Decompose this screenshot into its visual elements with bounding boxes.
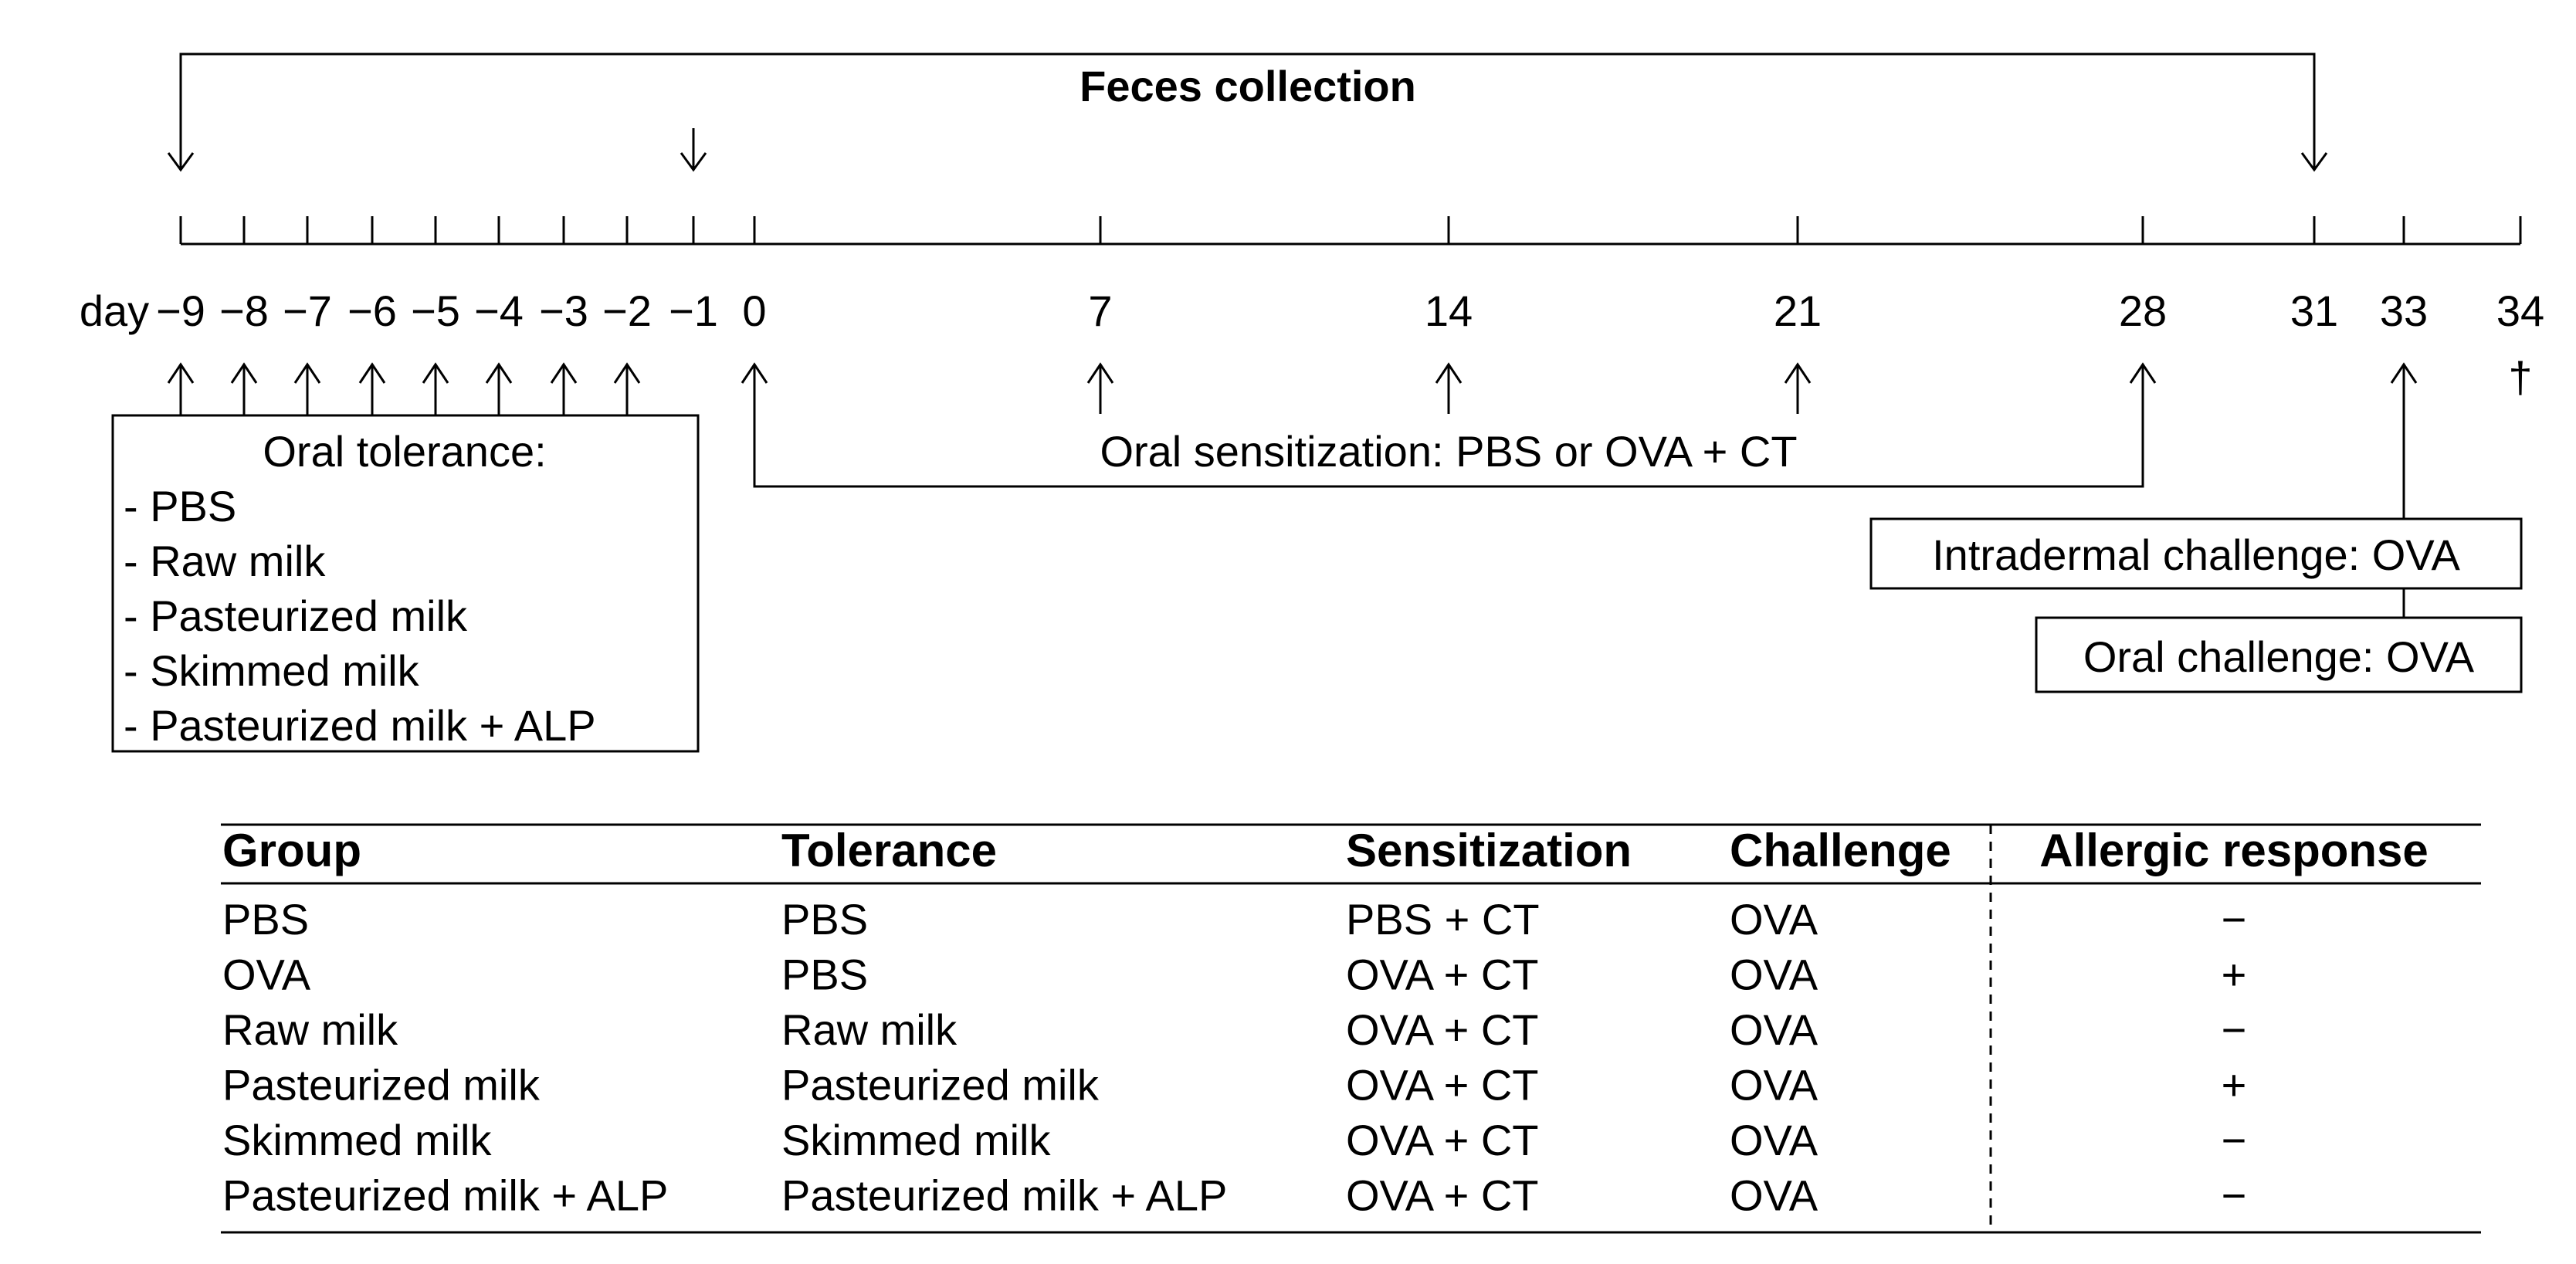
oral-tolerance-item: - PBS xyxy=(124,482,236,530)
tick-label: 7 xyxy=(1088,286,1112,335)
table-cell: Raw milk xyxy=(781,1005,958,1054)
oral-tolerance-item: - Skimmed milk xyxy=(124,646,420,695)
intradermal-challenge-box: Intradermal challenge: OVA xyxy=(1869,517,2523,590)
tolerance-dose-arrow xyxy=(485,362,513,415)
tick-label: 14 xyxy=(1425,286,1473,335)
table-row: OVA PBS OVA + CT OVA + xyxy=(222,951,2246,999)
table-cell: OVA + CT xyxy=(1346,1005,1538,1054)
table-row: Raw milk Raw milk OVA + CT OVA − xyxy=(222,1005,2246,1054)
oral-challenge-label: Oral challenge: OVA xyxy=(2083,632,2475,681)
tick-label: −1 xyxy=(669,286,718,335)
tick-label: 34 xyxy=(2496,286,2544,335)
table-header-cell: Challenge xyxy=(1730,825,1951,876)
tick-label: −9 xyxy=(156,286,205,335)
oral-sensitization-label: Oral sensitization: PBS or OVA + CT xyxy=(1100,427,1797,476)
table-cell: PBS + CT xyxy=(1346,895,1540,944)
oral-tolerance-arrows xyxy=(167,362,641,415)
tick-label: −2 xyxy=(602,286,652,335)
feces-collection-bracket xyxy=(167,53,2328,172)
intradermal-challenge-label: Intradermal challenge: OVA xyxy=(1932,530,2460,579)
tick-label: 33 xyxy=(2380,286,2428,335)
tick-label: −3 xyxy=(539,286,588,335)
table-cell: Skimmed milk xyxy=(222,1116,492,1164)
tick-label: −5 xyxy=(411,286,460,335)
table-cell: + xyxy=(2222,1061,2247,1110)
table-cell: − xyxy=(2222,895,2247,944)
table-cell: OVA + CT xyxy=(1346,1061,1538,1110)
tolerance-dose-arrow xyxy=(550,362,578,415)
table-cell: Raw milk xyxy=(222,1005,398,1054)
oral-tolerance-list: - PBS - Raw milk - Pasteurized milk - Skimm… xyxy=(124,482,596,750)
table-cell: + xyxy=(2222,951,2247,999)
table-header-cell: Tolerance xyxy=(781,825,997,876)
table-row: Pasteurized milk Pasteurized milk OVA + CT… xyxy=(222,1061,2246,1110)
table-header-row: Group Tolerance Sensitization Challenge Alle… xyxy=(222,825,2429,876)
oral-sensitization-bracket xyxy=(741,362,2157,488)
oral-tolerance-item: - Raw milk xyxy=(124,537,326,585)
groups-table: Group Tolerance Sensitization Challenge Alle… xyxy=(221,823,2481,1234)
day-label: day xyxy=(80,286,149,335)
table-cell: OVA xyxy=(222,951,311,999)
table-row: Pasteurized milk + ALP Pasteurized milk +… xyxy=(222,1171,2246,1220)
oral-tolerance-item: - Pasteurized milk + ALP xyxy=(124,701,596,750)
table-header-cell: Group xyxy=(222,825,361,876)
table-cell: OVA xyxy=(1730,1171,1818,1220)
tick-label: 31 xyxy=(2290,286,2338,335)
table-cell: Pasteurized milk + ALP xyxy=(781,1171,1227,1220)
tolerance-dose-arrow xyxy=(613,362,641,415)
table-cell: OVA + CT xyxy=(1346,1116,1538,1164)
tick-label: 28 xyxy=(2119,286,2167,335)
oral-challenge-box: Oral challenge: OVA xyxy=(2035,616,2523,693)
tolerance-dose-arrow xyxy=(167,362,195,415)
table-cell: Pasteurized milk xyxy=(781,1061,1100,1110)
timeline-tick-labels: −9 −8 −7 −6 −5 −4 −3 −2 −1 0 7 14 21 28 31 33 34 xyxy=(156,286,2544,335)
table-cell: OVA + CT xyxy=(1346,951,1538,999)
table-cell: OVA xyxy=(1730,1116,1818,1164)
table-cell: PBS xyxy=(781,951,868,999)
oral-tolerance-item: - Pasteurized milk xyxy=(124,591,468,640)
tick-label: −6 xyxy=(347,286,397,335)
table-header-cell: Allergic response xyxy=(2039,825,2429,876)
sacrifice-dagger: † xyxy=(2508,353,2532,402)
table-cell: OVA xyxy=(1730,951,1818,999)
table-cell: Skimmed milk xyxy=(781,1116,1051,1164)
oral-tolerance-title: Oral tolerance: xyxy=(263,427,546,476)
tick-label: 21 xyxy=(1774,286,1822,335)
table-cell: Pasteurized milk + ALP xyxy=(222,1171,668,1220)
feces-collection-label: Feces collection xyxy=(1080,62,1416,110)
timeline-tick-marks xyxy=(179,216,2522,244)
table-row: Skimmed milk Skimmed milk OVA + CT OVA − xyxy=(222,1116,2246,1164)
table-body: PBS PBS PBS + CT OVA − OVA PBS OVA + CT OVA + Raw … xyxy=(222,895,2246,1220)
table-header-cell: Sensitization xyxy=(1346,825,1632,876)
table-cell: OVA xyxy=(1730,1061,1818,1110)
tick-label: 0 xyxy=(742,286,766,335)
table-cell: PBS xyxy=(222,895,309,944)
table-cell: PBS xyxy=(781,895,868,944)
tick-label: −7 xyxy=(283,286,332,335)
table-cell: − xyxy=(2222,1171,2247,1220)
table-row: PBS PBS PBS + CT OVA − xyxy=(222,895,2246,944)
tolerance-dose-arrow xyxy=(358,362,386,415)
table-cell: OVA + CT xyxy=(1346,1171,1538,1220)
table-cell: − xyxy=(2222,1005,2247,1054)
tolerance-dose-arrow xyxy=(293,362,321,415)
tolerance-dose-arrow xyxy=(422,362,449,415)
tick-label: −4 xyxy=(474,286,524,335)
challenge-connector xyxy=(2390,362,2418,618)
tick-label: −8 xyxy=(219,286,269,335)
table-cell: OVA xyxy=(1730,895,1818,944)
table-cell: − xyxy=(2222,1116,2247,1164)
oral-tolerance-box: Oral tolerance: - PBS - Raw milk - Pasteur… xyxy=(111,414,700,753)
table-cell: Pasteurized milk xyxy=(222,1061,541,1110)
tolerance-dose-arrow xyxy=(230,362,258,415)
table-cell: OVA xyxy=(1730,1005,1818,1054)
